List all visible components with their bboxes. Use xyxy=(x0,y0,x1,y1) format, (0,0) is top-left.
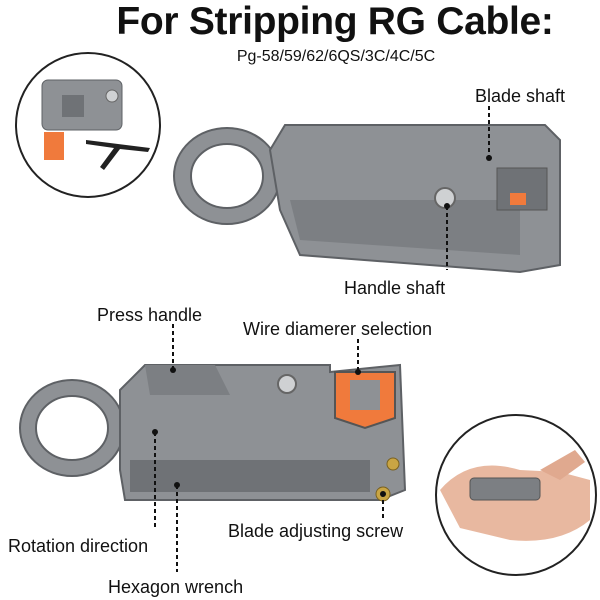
inset-closeup xyxy=(15,52,161,198)
label-wire-selection: Wire diamerer selection xyxy=(243,319,433,339)
label-rotation-direction: Rotation direction xyxy=(8,536,149,556)
cable-types: Pg-58/59/62/6QS/3C/4C/5C xyxy=(236,48,436,65)
leader-dots xyxy=(152,155,492,497)
label-blade-shaft: Blade shaft xyxy=(475,86,566,106)
page-title: For Stripping RG Cable: xyxy=(116,0,554,43)
bottom-tool xyxy=(19,363,407,502)
hex-wrench-icon xyxy=(86,140,150,170)
spare-blade-icon xyxy=(44,132,64,160)
label-hexagon-wrench: Hexagon wrench xyxy=(108,577,244,597)
leader-lines xyxy=(154,106,490,572)
label-blade-adjusting-screw: Blade adjusting screw xyxy=(228,521,404,541)
label-press-handle: Press handle xyxy=(97,305,203,325)
inset-hands xyxy=(435,414,597,576)
label-handle-shaft: Handle shaft xyxy=(344,278,446,298)
top-tool xyxy=(173,124,561,274)
